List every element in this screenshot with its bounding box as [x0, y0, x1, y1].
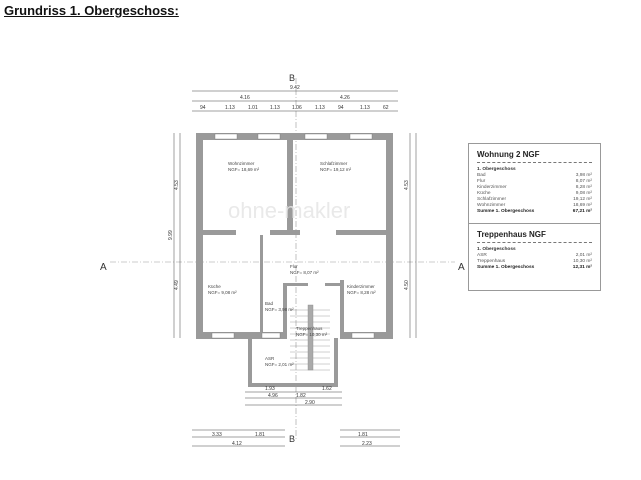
room-name: Bad [265, 301, 274, 306]
room-name: Schlafzimmer [320, 161, 348, 166]
dim-bottom-right: 1.81 [358, 432, 368, 438]
sum-label: Summe 1. Obergeschoss [477, 265, 535, 270]
room-name: Flur [290, 264, 298, 269]
section-mark-b-top: B [289, 73, 295, 83]
dim-stair-d: 1.82 [296, 393, 306, 399]
room-name: Kinderzimmer [347, 284, 375, 289]
section-mark-a-left: A [100, 262, 107, 273]
room-area: 8,28 m² [575, 185, 592, 190]
dim-top-segment: 1.06 [292, 105, 302, 111]
dim-top-segment: 94 [338, 105, 344, 111]
dim-top-left: 4.16 [240, 95, 250, 101]
room-area: NGF= 2,01 m² [265, 362, 294, 367]
dim-top-segment: 62 [383, 105, 389, 111]
room-area: 9,08 m² [575, 191, 592, 196]
legend-row: Bad 3,98 m² [477, 173, 592, 179]
dim-top-segment: 1.13 [315, 105, 325, 111]
dim-bottom-right-total: 2.23 [362, 441, 372, 447]
section-mark-b-bottom: B [289, 434, 295, 444]
dim-top-segment: 1.13 [270, 105, 280, 111]
legend-row: ASR 2,01 m² [477, 253, 592, 259]
section-mark-a-right: A [458, 262, 465, 273]
room-area: NGF= 8,07 m² [290, 270, 319, 275]
dim-right-lower: 4.50 [404, 280, 410, 290]
walls [196, 133, 393, 387]
dim-top-segment: 94 [200, 105, 206, 111]
legend-treppenhaus: Treppenhaus NGF 1. Obergeschoss ASR 2,01 … [469, 223, 600, 289]
page-title: Grundriss 1. Obergeschoss: [4, 3, 179, 18]
room-name: Kinderzimmer [477, 185, 507, 190]
legend-sum: Summe 1. Obergeschoss 67,21 m² [477, 209, 592, 215]
room-area: NGF= 19,12 m² [320, 167, 352, 172]
legend-title: Wohnung 2 NGF [477, 150, 540, 159]
room-area: NGF= 3,98 m² [265, 307, 294, 312]
legend-row: Schlafzimmer 19,12 m² [477, 197, 592, 203]
dim-left-total: 9.99 [168, 230, 174, 240]
room-name: Flur [477, 179, 486, 184]
legend-row: Wohnzimmer 18,69 m² [477, 203, 592, 209]
room-name: Treppenhaus [296, 326, 323, 331]
room-name: Schlafzimmer [477, 197, 507, 202]
dim-top-segment: 1.13 [225, 105, 235, 111]
room-area: 18,69 m² [573, 203, 592, 208]
dim-left-upper: 4.53 [174, 180, 180, 190]
divider [477, 242, 592, 243]
top-dimensions [192, 90, 398, 112]
side-dimensions [173, 133, 417, 338]
room-area: 3,98 m² [575, 173, 592, 178]
bottom-dimensions [192, 391, 400, 447]
legend-floor: 1. Obergeschoss [477, 167, 516, 172]
sum-label: Summe 1. Obergeschoss [477, 209, 535, 214]
area-legend: Wohnung 2 NGF 1. Obergeschoss Bad 3,98 m²… [468, 143, 601, 291]
legend-floor: 1. Obergeschoss [477, 247, 516, 252]
sum-value: 12,31 m² [572, 265, 592, 270]
dim-bottom-left: 3.33 [212, 432, 222, 438]
dim-left-lower: 4.49 [174, 280, 180, 290]
room-name: Wohnzimmer [228, 161, 255, 166]
dim-stair-a: 1.93 [265, 386, 275, 392]
legend-row: Flur 8,07 m² [477, 179, 592, 185]
room-name: Küche [477, 191, 491, 196]
dim-total-width: 9.42 [290, 85, 300, 91]
room-area: NGF= 10,30 m² [296, 332, 328, 337]
room-name: Wohnzimmer [477, 203, 506, 208]
dim-bottom-left-b: 1.81 [255, 432, 265, 438]
legend-wohnung: Wohnung 2 NGF 1. Obergeschoss Bad 3,98 m²… [469, 144, 600, 223]
room-area: 10,30 m² [573, 259, 592, 264]
legend-row: Treppenhaus 10,30 m² [477, 259, 592, 265]
room-name: ASR [265, 356, 275, 361]
room-area: NGF= 9,08 m² [208, 290, 237, 295]
legend-row: Kinderzimmer 8,28 m² [477, 185, 592, 191]
dim-top-segment: 1.13 [360, 105, 370, 111]
dim-stair-c: 4.96 [268, 393, 278, 399]
room-name: Küche [208, 284, 221, 289]
legend-row: Küche 9,08 m² [477, 191, 592, 197]
dim-stair-b: 1.62 [322, 386, 332, 392]
legend-sum: Summe 1. Obergeschoss 12,31 m² [477, 265, 592, 271]
room-area: NGF= 18,69 m² [228, 167, 260, 172]
room-name: Treppenhaus [477, 259, 506, 264]
staircase [290, 304, 330, 371]
room-name: Bad [477, 173, 486, 178]
divider [477, 162, 592, 163]
watermark: ohne-makler [228, 198, 350, 223]
dim-top-right: 4.26 [340, 95, 350, 101]
room-area: 2,01 m² [575, 253, 592, 258]
dim-right-upper: 4.53 [404, 180, 410, 190]
dim-top-segment: 1.01 [248, 105, 258, 111]
room-name: ASR [477, 253, 487, 258]
room-area: 19,12 m² [573, 197, 592, 202]
dim-bottom-total: 4.12 [232, 441, 242, 447]
dim-stair-e: 2.90 [305, 400, 315, 406]
room-area: 8,07 m² [575, 179, 592, 184]
legend-title: Treppenhaus NGF [477, 230, 546, 239]
sum-value: 67,21 m² [572, 209, 592, 214]
room-area: NGF= 8,28 m² [347, 290, 376, 295]
windows [211, 133, 375, 339]
